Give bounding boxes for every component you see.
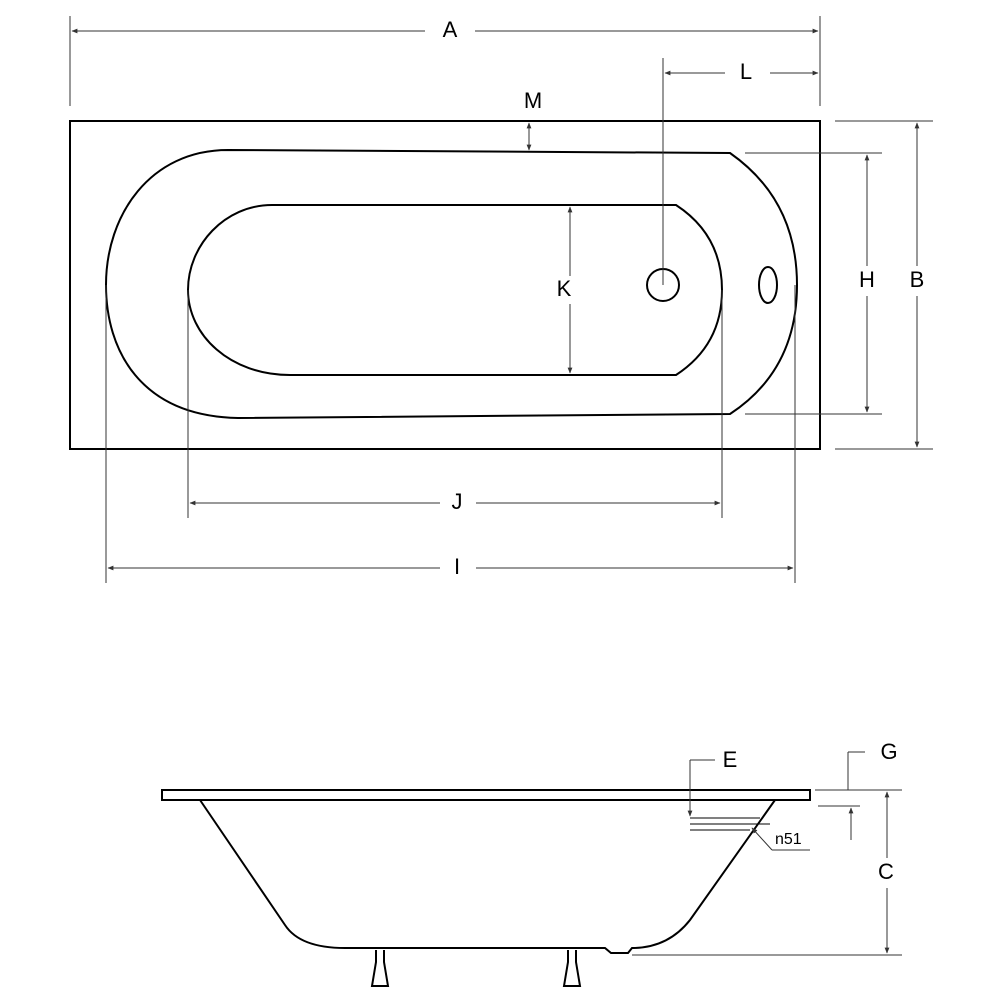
dimension-m-label: M: [524, 88, 542, 113]
dimension-j-label: J: [452, 489, 463, 514]
side-view: E n51 G C: [161, 739, 902, 987]
top-view: A L M K H B J I: [69, 16, 933, 583]
dimension-k-label: K: [557, 276, 572, 301]
tub-foot-right: [553, 947, 585, 987]
dimension-a-label: A: [443, 17, 458, 42]
dimension-g-label: G: [880, 739, 897, 764]
tub-basin-inner-floor: [186, 204, 724, 376]
n51-label: n51: [775, 831, 802, 848]
tub-rim-outline: [69, 120, 821, 450]
dimension-h-label: H: [859, 267, 875, 292]
dimension-i-label: I: [454, 554, 460, 579]
tub-foot-left: [361, 947, 392, 987]
n51-leader: [751, 827, 773, 851]
dimension-b-label: B: [910, 267, 925, 292]
dimension-e-label: E: [723, 747, 738, 772]
tub-body-side-profile: [199, 799, 776, 954]
tub-basin-outer-edge: [104, 148, 799, 420]
dimension-c-label: C: [878, 859, 894, 884]
overflow-hole: [758, 266, 778, 304]
dimension-l-label: L: [740, 59, 752, 84]
tub-rim-side: [161, 789, 811, 801]
